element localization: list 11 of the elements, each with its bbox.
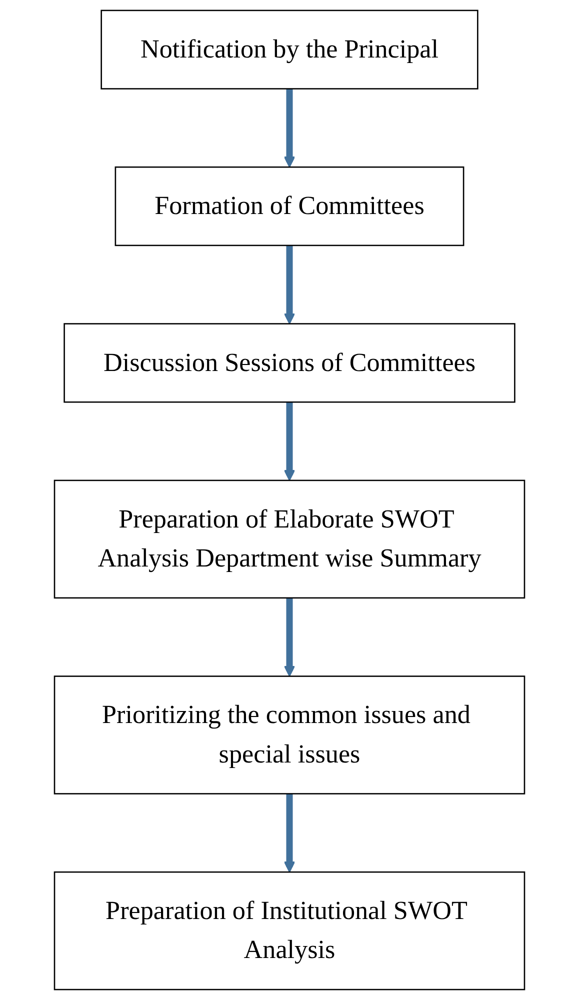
arrow — [284, 245, 296, 324]
arrow — [284, 794, 296, 873]
node-box: Discussion Sessions of Committees — [64, 323, 516, 403]
arrow — [284, 598, 296, 677]
arrow — [284, 88, 296, 168]
arrow — [284, 402, 296, 481]
node-box: Notification by the Principal — [100, 10, 478, 90]
node-box: Formation of Committees — [114, 166, 464, 246]
node-box: Preparation of Institutional SWOT Analysis — [54, 871, 526, 990]
node-box: Prioritizing the common issues and special issues — [54, 676, 526, 794]
node-box: Preparation of Elaborate SWOT Analysis Department wise Summary — [54, 480, 526, 599]
